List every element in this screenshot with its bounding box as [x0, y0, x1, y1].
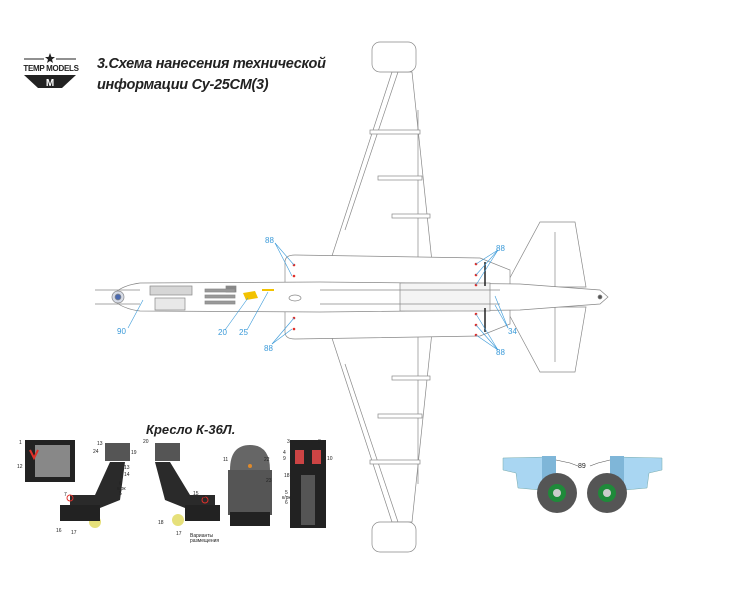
seat-callout-label: 6	[285, 500, 288, 506]
title-line-2: информации Су-25СМ(3)	[97, 77, 269, 93]
nacelle-upper	[284, 254, 511, 291]
nacelle-lower	[284, 303, 511, 340]
h-stab-lower	[504, 306, 587, 373]
seat-callout-label: 14	[124, 472, 130, 478]
callout-leaders	[127, 242, 509, 351]
seat-callout-label: 4	[283, 450, 286, 456]
seat-callout-label: Варианты	[190, 533, 214, 539]
seat-callout-label: размещения	[190, 538, 219, 544]
logo-text: TEMP MODELS	[23, 64, 79, 73]
seat-callout-label: 12	[17, 464, 23, 470]
callout-88-top-left: 88	[265, 236, 274, 245]
seat-callout-label: 15	[193, 491, 199, 497]
yellow-marking-20	[243, 291, 258, 300]
seat-rear-view	[290, 440, 326, 528]
seat-callout-label: 18	[284, 473, 290, 479]
seat-callout-label: 7	[64, 492, 67, 498]
seat-callout-label: 5	[119, 491, 122, 497]
seat-callout-label: 3	[287, 439, 290, 445]
callout-90: 90	[117, 327, 126, 336]
seat-callout-label: 23	[266, 478, 272, 484]
yellow-marking-25	[262, 289, 274, 291]
seat-callout-label: 18	[158, 520, 164, 526]
seat-callout-label: 5	[285, 490, 288, 496]
seat-callout-label: 13	[97, 441, 103, 447]
seat-callout-label: 1	[19, 440, 22, 446]
seat-front-view	[228, 445, 272, 526]
h-stab-upper	[504, 221, 587, 288]
main-landing-gear	[502, 456, 663, 513]
wingtip-pod-upper	[371, 41, 417, 73]
callout-20: 20	[218, 328, 227, 337]
svg-text:M: M	[46, 78, 54, 89]
seat-callout-label: 6	[119, 481, 122, 487]
seat-side-view-right	[155, 443, 220, 526]
temp-models-logo: M	[24, 53, 76, 89]
callout-88-bottom-right: 88	[496, 348, 505, 357]
wing-upper	[329, 71, 433, 263]
seat-callout-label: 17	[176, 531, 182, 537]
callout-34: 34	[508, 327, 517, 336]
wing-lower	[329, 331, 433, 523]
title-line-1: 3.Схема нанесения технической	[97, 56, 326, 72]
seat-side-view-left	[60, 443, 130, 528]
seat-callout-label: 11	[223, 457, 228, 463]
page-title: 3.Схема нанесения технической информации…	[97, 54, 326, 96]
seat-callout-label: 20	[143, 439, 149, 445]
seat-callout-label: 16	[56, 528, 62, 534]
seat-labels: 1 2 12 13 24 19 13 14 6 к/рк 5 7 16 17 2…	[17, 439, 333, 544]
seat-callout-label: 17	[71, 530, 77, 536]
seat-callout-label: 13	[124, 465, 130, 471]
callout-88-top-right: 88	[496, 244, 505, 253]
seat-callout-label: 10	[327, 456, 333, 462]
wingtip-pod-lower	[371, 521, 417, 553]
callout-89: 89	[578, 463, 586, 470]
seat-callout-label: 8	[203, 495, 206, 501]
aircraft-top-view	[111, 41, 609, 553]
seat-callout-label: к/рк	[282, 495, 291, 501]
seat-callout-label: 22	[264, 457, 270, 463]
seat-callout-label: 2	[72, 440, 75, 446]
seat-callout-label: к/рк	[117, 486, 126, 492]
callout-25: 25	[239, 328, 248, 337]
seat-title: Кресло К-36Л.	[146, 422, 236, 437]
seat-callout-label: 3	[318, 439, 321, 445]
seat-top-view	[25, 440, 75, 482]
callout-88-bottom-left: 88	[264, 344, 273, 353]
seat-callout-label: 24	[93, 449, 99, 455]
seat-callout-label: 19	[131, 450, 137, 456]
seat-callout-label: 9	[283, 456, 286, 462]
